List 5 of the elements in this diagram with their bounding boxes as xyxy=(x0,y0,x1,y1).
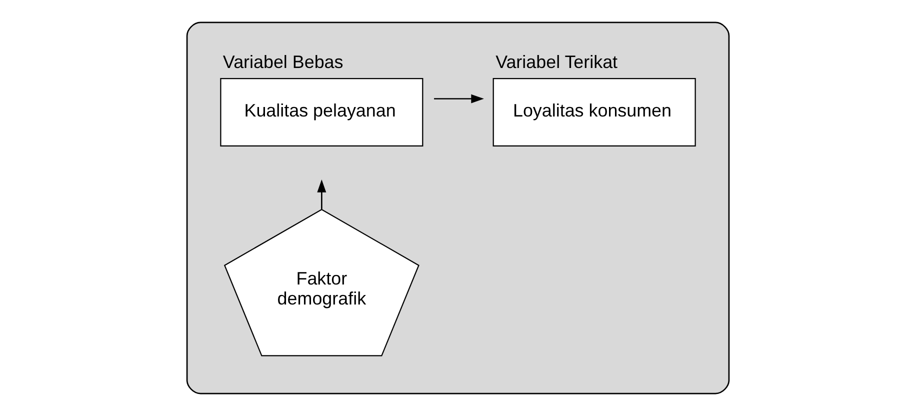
arrow xyxy=(317,179,326,209)
node-label: Variabel Bebas xyxy=(222,52,344,72)
node-label: Variabel Terikat xyxy=(496,52,618,72)
cluster xyxy=(186,21,730,394)
arrow xyxy=(434,94,484,103)
